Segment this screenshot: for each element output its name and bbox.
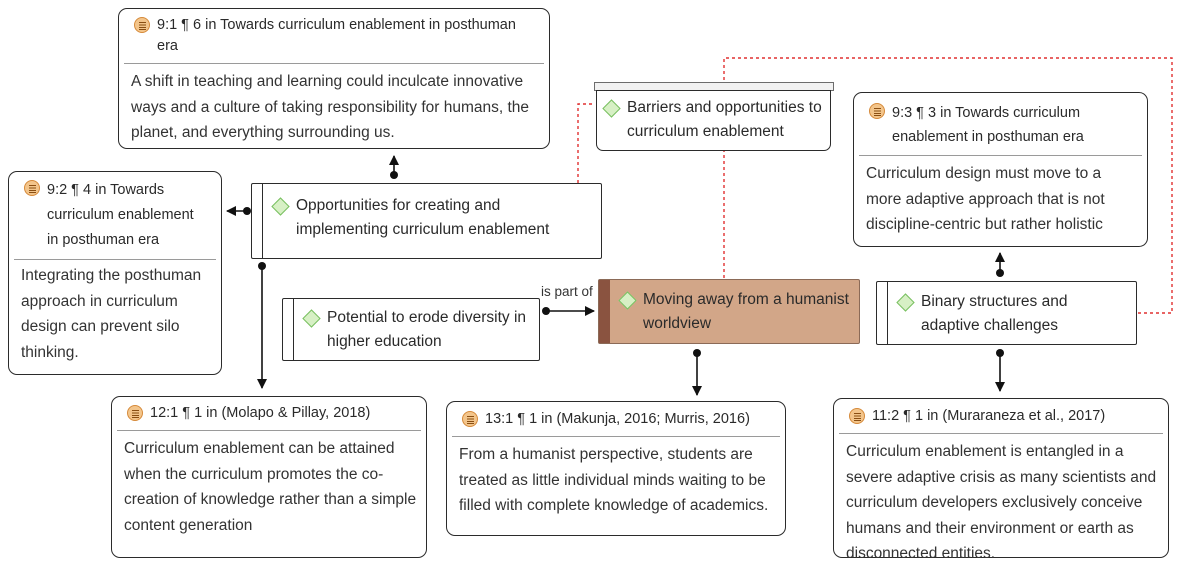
quotation-icon (127, 405, 143, 421)
code-binary-structures[interactable]: Binary structures and adaptive challenge… (876, 281, 1137, 345)
quote-header: 12:1 ¶ 1 in (Molapo & Pillay, 2018) (150, 405, 371, 421)
quote-header: 9:3 ¶ 3 in Towards curriculum enablement… (892, 105, 1084, 145)
quote-text: From a humanist perspective, students ar… (459, 446, 769, 514)
link-opportunities-barriers (577, 103, 594, 183)
quote-text: Curriculum enablement is entangled in a … (846, 443, 1157, 562)
code-icon (602, 99, 621, 118)
quote-text: Integrating the posthuman approach in cu… (21, 267, 202, 361)
quote-9-2[interactable]: 9:2 ¶ 4 in Towards curriculum enablement… (8, 171, 222, 375)
quotation-icon (462, 411, 478, 427)
quote-13-1[interactable]: 13:1 ¶ 1 in (Makunja, 2016; Murris, 2016… (446, 401, 786, 536)
quote-9-3[interactable]: 9:3 ¶ 3 in Towards curriculum enablement… (853, 92, 1148, 247)
code-icon (271, 197, 290, 216)
code-barriers[interactable]: Barriers and opportunities to curriculum… (596, 90, 831, 151)
quote-text: A shift in teaching and learning could i… (131, 73, 530, 141)
code-label: Opportunities for creating and implement… (296, 197, 550, 238)
code-moving-away[interactable]: Moving away from a humanist worldview (598, 279, 860, 344)
quote-11-2[interactable]: 11:2 ¶ 1 in (Muraraneza et al., 2017) Cu… (833, 398, 1169, 562)
code-label: Barriers and opportunities to curriculum… (627, 99, 822, 140)
quote-text: Curriculum enablement can be attained wh… (124, 440, 417, 534)
code-label: Binary structures and adaptive challenge… (921, 293, 1068, 334)
quotation-icon (849, 408, 865, 424)
code-opportunities[interactable]: Opportunities for creating and implement… (251, 183, 602, 259)
code-icon (302, 309, 321, 328)
quote-text: Curriculum design must move to a more ad… (866, 165, 1105, 233)
quote-header: 13:1 ¶ 1 in (Makunja, 2016; Murris, 2016… (485, 411, 750, 427)
quotation-icon (134, 17, 150, 33)
code-label: Moving away from a humanist worldview (643, 291, 849, 332)
quotation-icon (869, 103, 885, 119)
quote-header: 9:1 ¶ 6 in Towards curriculum enablement… (157, 17, 516, 54)
quote-header: 11:2 ¶ 1 in (Muraraneza et al., 2017) (872, 408, 1106, 424)
code-potential[interactable]: Potential to erode diversity in higher e… (282, 298, 540, 361)
code-icon (896, 293, 915, 312)
code-icon (618, 291, 637, 310)
quote-9-1[interactable]: 9:1 ¶ 6 in Towards curriculum enablement… (118, 8, 550, 149)
quote-12-1[interactable]: 12:1 ¶ 1 in (Molapo & Pillay, 2018) Curr… (111, 396, 427, 558)
code-label: Potential to erode diversity in higher e… (327, 309, 527, 350)
relation-label: is part of (541, 284, 593, 299)
quotation-icon (24, 180, 40, 196)
quote-header: 9:2 ¶ 4 in Towards curriculum enablement… (47, 182, 194, 248)
